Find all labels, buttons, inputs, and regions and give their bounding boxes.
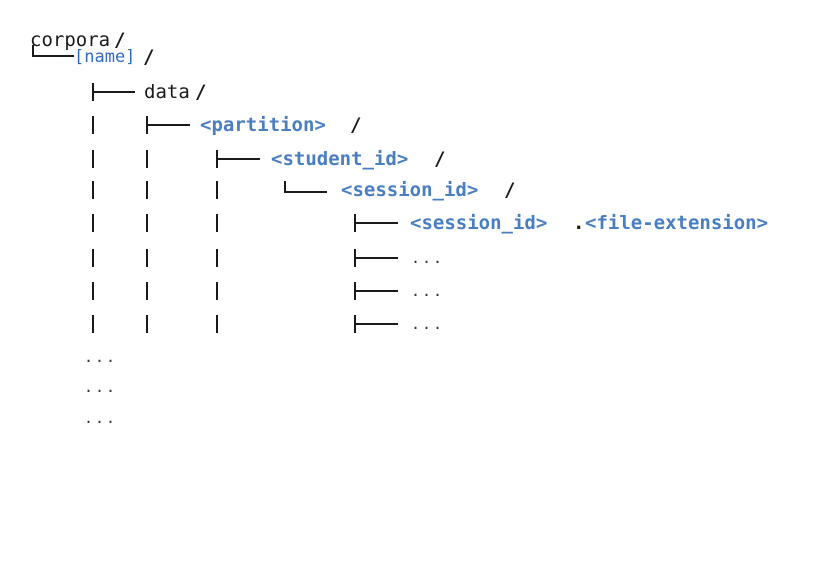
tree-connector-branch: [354, 257, 398, 259]
tree-connector-vertical: [146, 315, 148, 333]
tree-row-name: [name] /: [0, 40, 154, 74]
tree-connector-vertical: [146, 150, 148, 168]
session-folder-label: <session_id>: [341, 179, 479, 201]
tree-connector-branch: [146, 124, 190, 126]
tree-row-file: <session_id> . <file-extension>: [0, 206, 768, 240]
student-folder-slash: /: [434, 148, 446, 170]
tree-connector-corner: [284, 181, 286, 193]
tree-connector-corner: [284, 191, 327, 193]
tree-connector-vertical: [92, 116, 94, 134]
tree-row-name-more: ...: [0, 401, 115, 435]
tree-connector-vertical: [92, 181, 94, 199]
tree-connector-branch: [354, 222, 398, 224]
tree-connector-vertical: [216, 315, 218, 333]
tree-connector-vertical: [216, 249, 218, 267]
data-folder-slash: /: [195, 81, 207, 103]
name-ellipsis: ...: [84, 378, 118, 396]
session-folder-slash: /: [504, 179, 516, 201]
file-ellipsis: ...: [411, 249, 445, 267]
tree-connector-vertical: [146, 181, 148, 199]
name-ellipsis: ...: [84, 409, 118, 427]
tree-row-file-more: ...: [0, 274, 442, 308]
name-ellipsis: ...: [84, 348, 118, 366]
student-folder-label: <student_id>: [271, 148, 409, 170]
name-folder-slash: /: [143, 46, 155, 68]
tree-connector-vertical: [216, 282, 218, 300]
root-folder-slash: /: [114, 29, 126, 51]
file-name-dot: .: [573, 212, 585, 234]
tree-row-partition: <partition> /: [0, 108, 361, 142]
tree-connector-vertical: [146, 282, 148, 300]
tree-connector-vertical: [146, 214, 148, 232]
tree-connector-corner: [32, 45, 34, 57]
tree-row-name-more: ...: [0, 340, 115, 374]
tree-connector-vertical: [216, 181, 218, 199]
root-folder-label: corpora: [30, 29, 111, 51]
tree-row-data: data /: [0, 75, 206, 109]
tree-connector-vertical: [92, 249, 94, 267]
partition-folder-label: <partition>: [200, 114, 326, 136]
tree-connector-branch: [354, 290, 398, 292]
file-ellipsis: ...: [411, 315, 445, 333]
tree-connector-vertical: [92, 315, 94, 333]
tree-row-student: <student_id> /: [0, 142, 445, 176]
name-folder-label: [name]: [74, 47, 136, 67]
tree-row-name-more: ...: [0, 370, 115, 404]
partition-folder-slash: /: [350, 114, 362, 136]
tree-connector-corner: [32, 55, 74, 57]
tree-row-root: corpora /: [0, 23, 125, 57]
file-ellipsis: ...: [411, 282, 445, 300]
tree-connector-branch: [216, 158, 260, 160]
tree-row-file-more: ...: [0, 241, 442, 275]
data-folder-label: data: [144, 81, 190, 103]
tree-row-session: <session_id> /: [0, 173, 515, 207]
tree-connector-vertical: [146, 249, 148, 267]
file-name-session-id: <session_id>: [410, 212, 548, 234]
tree-row-file-more: ...: [0, 307, 442, 341]
tree-connector-branch: [354, 323, 398, 325]
tree-connector-vertical: [92, 214, 94, 232]
tree-connector-vertical: [92, 150, 94, 168]
tree-connector-branch: [92, 91, 135, 93]
file-name-extension: <file-extension>: [585, 212, 769, 234]
tree-connector-vertical: [92, 282, 94, 300]
tree-connector-vertical: [216, 214, 218, 232]
directory-tree: corpora / [name] / data / <partition> / …: [0, 23, 768, 435]
